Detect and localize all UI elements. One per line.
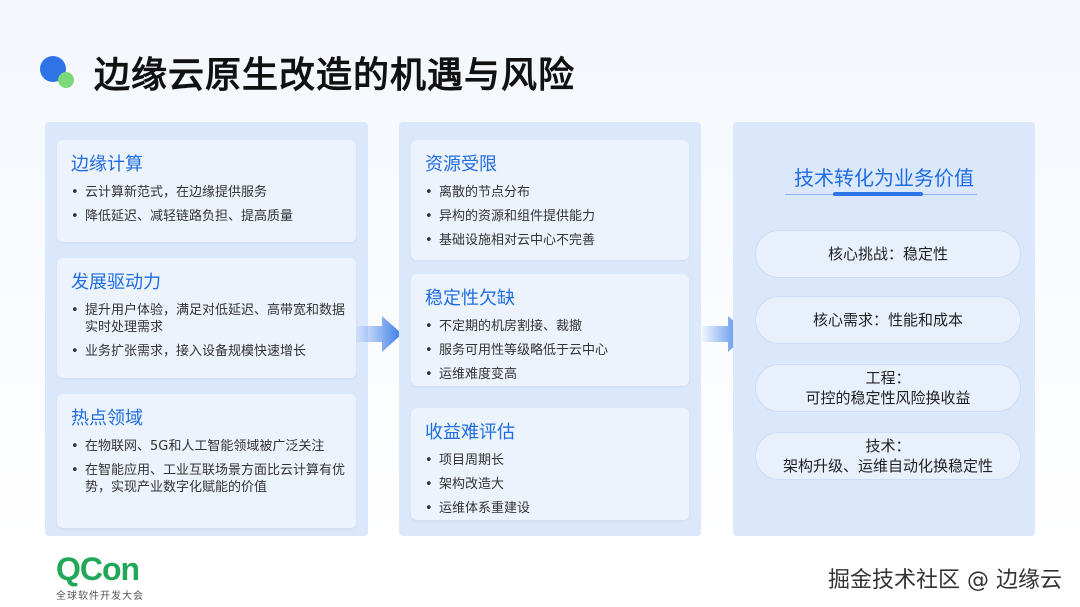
- card-title: 热点领域: [71, 408, 143, 429]
- arrow-right-icon: [356, 316, 402, 352]
- slide: 边缘云原生改造的机遇与风险 边缘计算 云计算新范式，在边缘提供服务 降低延迟、减…: [0, 0, 1080, 548]
- list-item: 在物联网、5G和人工智能领域被广泛关注: [71, 438, 346, 455]
- card-resource-limited: 资源受限 离散的节点分布 异构的资源和组件提供能力 基础设施相对云中心不完善: [411, 140, 689, 260]
- footer: QCon 全球软件开发大会 掘金技术社区 @ 边缘云: [0, 548, 1080, 607]
- qcon-logo: QCon 全球软件开发大会: [56, 552, 144, 602]
- list-item: 在智能应用、工业互联场景方面比云计算有优势，实现产业数字化赋能的价值: [71, 462, 346, 496]
- list-item: 项目周期长: [425, 452, 679, 469]
- list-item: 提升用户体验，满足对低延迟、高带宽和数据实时处理需求: [71, 302, 346, 336]
- logo-subtitle: 全球软件开发大会: [56, 591, 144, 602]
- title-dot-green-icon: [58, 72, 74, 88]
- risk-column: 资源受限 离散的节点分布 异构的资源和组件提供能力 基础设施相对云中心不完善 稳…: [399, 122, 701, 536]
- list-item: 不定期的机房割接、裁撤: [425, 318, 679, 335]
- pill-technology: 技术： 架构升级、运维自动化换稳定性: [755, 432, 1021, 480]
- card-title: 发展驱动力: [71, 272, 161, 293]
- bullet-list: 项目周期长 架构改造大 运维体系重建设: [425, 452, 679, 524]
- list-item: 架构改造大: [425, 476, 679, 493]
- pill-line: 可控的稳定性风险换收益: [805, 389, 971, 407]
- card-driving-force: 发展驱动力 提升用户体验，满足对低延迟、高带宽和数据实时处理需求 业务扩张需求，…: [57, 258, 356, 378]
- pill-core-challenge: 核心挑战：稳定性: [755, 230, 1021, 278]
- page-title: 边缘云原生改造的机遇与风险: [94, 55, 576, 96]
- logo-text: QCon: [56, 551, 140, 587]
- list-item: 云计算新范式，在边缘提供服务: [71, 184, 346, 201]
- bullet-list: 不定期的机房割接、裁撤 服务可用性等级略低于云中心 运维难度变高: [425, 318, 679, 390]
- list-item: 基础设施相对云中心不完善: [425, 232, 679, 249]
- value-column: 技术转化为业务价值 核心挑战：稳定性 核心需求：性能和成本 工程： 可控的稳定性…: [733, 122, 1035, 536]
- title-underline-accent: [833, 192, 923, 196]
- card-title: 收益难评估: [425, 422, 515, 443]
- list-item: 业务扩张需求，接入设备规模快速增长: [71, 343, 346, 360]
- card-edge-computing: 边缘计算 云计算新范式，在边缘提供服务 降低延迟、减轻链路负担、提高质量: [57, 140, 356, 242]
- bullet-list: 提升用户体验，满足对低延迟、高带宽和数据实时处理需求 业务扩张需求，接入设备规模…: [71, 302, 346, 367]
- list-item: 离散的节点分布: [425, 184, 679, 201]
- card-hot-areas: 热点领域 在物联网、5G和人工智能领域被广泛关注 在智能应用、工业互联场景方面比…: [57, 394, 356, 528]
- pill-line: 核心需求：性能和成本: [812, 311, 963, 329]
- list-item: 运维难度变高: [425, 366, 679, 383]
- pill-line: 技术：: [865, 437, 911, 455]
- pill-line: 核心挑战：稳定性: [827, 245, 948, 263]
- watermark: 掘金技术社区 @ 边缘云: [828, 568, 1062, 593]
- bullet-list: 云计算新范式，在边缘提供服务 降低延迟、减轻链路负担、提高质量: [71, 184, 346, 232]
- value-title: 技术转化为业务价值: [794, 166, 974, 190]
- list-item: 异构的资源和组件提供能力: [425, 208, 679, 225]
- card-title: 边缘计算: [71, 154, 143, 175]
- pill-line: 工程：: [865, 369, 911, 387]
- bullet-list: 在物联网、5G和人工智能领域被广泛关注 在智能应用、工业互联场景方面比云计算有优…: [71, 438, 346, 503]
- list-item: 降低延迟、减轻链路负担、提高质量: [71, 208, 346, 225]
- card-benefit-evaluation: 收益难评估 项目周期长 架构改造大 运维体系重建设: [411, 408, 689, 520]
- card-stability-lacking: 稳定性欠缺 不定期的机房割接、裁撤 服务可用性等级略低于云中心 运维难度变高: [411, 274, 689, 386]
- list-item: 运维体系重建设: [425, 500, 679, 517]
- pill-engineering: 工程： 可控的稳定性风险换收益: [755, 364, 1021, 412]
- opportunity-column: 边缘计算 云计算新范式，在边缘提供服务 降低延迟、减轻链路负担、提高质量 发展驱…: [45, 122, 368, 536]
- card-title: 资源受限: [425, 154, 497, 175]
- pill-core-need: 核心需求：性能和成本: [755, 296, 1021, 344]
- bullet-list: 离散的节点分布 异构的资源和组件提供能力 基础设施相对云中心不完善: [425, 184, 679, 256]
- card-title: 稳定性欠缺: [425, 288, 515, 309]
- list-item: 服务可用性等级略低于云中心: [425, 342, 679, 359]
- pill-line: 架构升级、运维自动化换稳定性: [782, 457, 993, 475]
